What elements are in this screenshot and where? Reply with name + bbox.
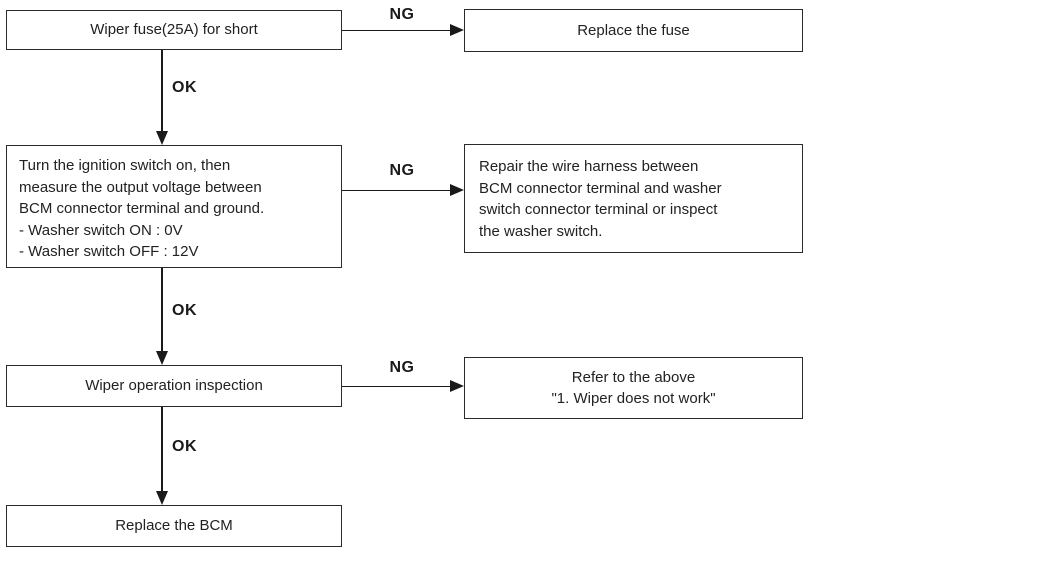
ng-label-2: NG	[389, 162, 415, 179]
flowchart-box-wiper-fuse-check: Wiper fuse(25A) for short	[6, 10, 342, 50]
box-text-lines: Refer to the above "1. Wiper does not wor…	[475, 367, 792, 409]
text-line: Repair the wire harness between	[479, 158, 699, 175]
arrow-down-icon	[156, 131, 168, 145]
flowchart-box-wiper-operation-inspection: Wiper operation inspection	[6, 365, 342, 407]
box-text-lines: Turn the ignition switch on, then measure…	[19, 155, 329, 263]
box-text: Replace the BCM	[115, 517, 233, 534]
text-line: Turn the ignition switch on, then	[19, 157, 231, 174]
text-line: - Washer switch OFF : 12V	[19, 243, 199, 261]
ok-label-2: OK	[172, 302, 197, 319]
flow-line-ok-3	[161, 407, 163, 495]
arrow-right-icon	[450, 184, 464, 196]
arrow-right-icon	[450, 24, 464, 36]
ng-label-3: NG	[389, 359, 415, 376]
flowchart-box-refer-above: Refer to the above "1. Wiper does not wor…	[464, 357, 803, 419]
text-line: BCM connector terminal and washer	[479, 179, 722, 197]
ng-label-1: NG	[389, 6, 415, 23]
ok-label-1: OK	[172, 79, 197, 96]
arrow-down-icon	[156, 351, 168, 365]
arrow-right-icon	[450, 380, 464, 392]
ok-label-3: OK	[172, 438, 197, 455]
text-line: BCM connector terminal and ground.	[19, 200, 265, 218]
box-text: Wiper operation inspection	[85, 377, 263, 394]
text-line: the washer switch.	[479, 222, 603, 240]
arrow-down-icon	[156, 491, 168, 505]
box-text: Replace the fuse	[577, 21, 690, 39]
flow-line-ng-2	[342, 189, 452, 191]
text-line: "1. Wiper does not work"	[551, 390, 716, 407]
text-line: measure the output voltage between	[19, 178, 262, 196]
text-line: switch connector terminal or inspect	[479, 201, 718, 219]
text-line: Refer to the above	[571, 369, 696, 386]
flowchart-box-voltage-check: Turn the ignition switch on, then measure…	[6, 145, 342, 268]
box-text: Wiper fuse(25A) for short	[90, 21, 258, 38]
flow-line-ok-2	[161, 268, 163, 355]
flow-line-ng-1	[342, 29, 452, 31]
text-line: - Washer switch ON : 0V	[19, 221, 183, 239]
flow-line-ok-1	[161, 50, 163, 135]
flowchart-box-replace-bcm: Replace the BCM	[6, 505, 342, 547]
flow-line-ng-3	[342, 385, 452, 387]
flowchart-box-replace-fuse: Replace the fuse	[464, 9, 803, 52]
